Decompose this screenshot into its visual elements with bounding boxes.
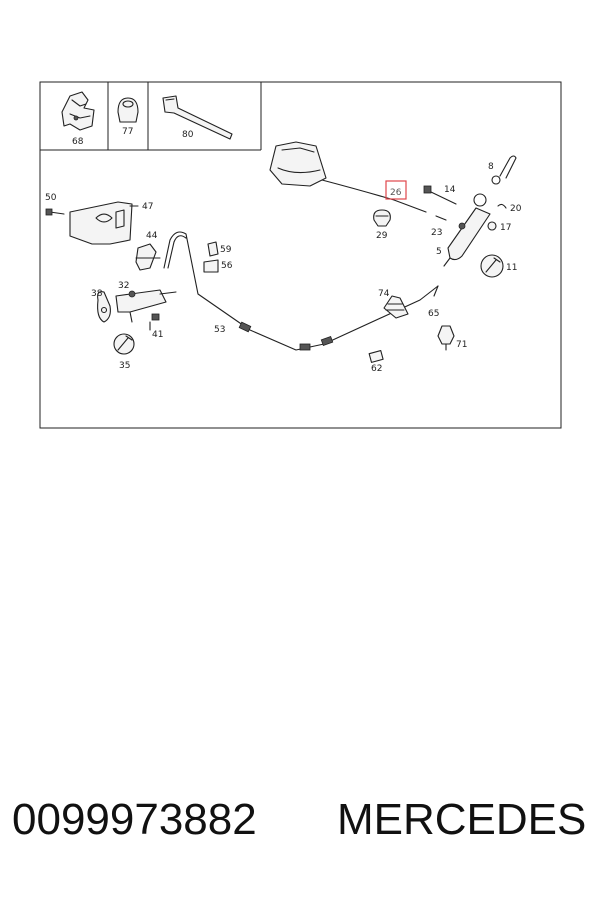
label-14: 14	[444, 185, 456, 195]
label-38: 38	[91, 289, 103, 299]
label-65: 65	[428, 309, 439, 319]
part-20-drawing	[497, 203, 507, 209]
hydraulic-line-drawing	[163, 231, 439, 351]
diagram-frame	[39, 81, 562, 429]
label-41: 41	[152, 330, 163, 340]
label-56: 56	[221, 261, 233, 271]
part-80-cable-tie-drawing	[162, 95, 233, 140]
label-59: 59	[220, 245, 232, 255]
part-41-bolt-drawing	[149, 313, 160, 331]
part-35-wrench-drawing	[113, 333, 135, 355]
label-77: 77	[122, 127, 133, 137]
label-11: 11	[506, 263, 517, 273]
label-29: 29	[376, 231, 388, 241]
part-26-hose-drawing	[321, 179, 427, 213]
part-8-fitting-drawing	[491, 155, 517, 185]
label-5: 5	[436, 247, 442, 257]
part-44-clamp-drawing	[135, 243, 161, 271]
parts-diagram: 68 77 80 50 47 44 59 56 38	[39, 81, 562, 429]
highlight-box-26	[385, 180, 407, 200]
part-number: 0099973882	[12, 795, 257, 844]
part-59-clip-drawing	[207, 241, 219, 257]
inset-boxes	[40, 82, 262, 151]
label-74: 74	[378, 289, 390, 299]
label-44: 44	[146, 231, 158, 241]
part-56-clip-drawing	[203, 259, 219, 273]
part-29-boot-drawing	[373, 209, 391, 227]
label-53: 53	[214, 325, 225, 335]
label-68: 68	[72, 137, 84, 147]
label-50: 50	[45, 193, 57, 203]
brand-name: MERCEDES	[337, 795, 587, 844]
label-47: 47	[142, 202, 153, 212]
part-14-bolt-drawing	[423, 185, 457, 205]
part-17-drawing	[487, 221, 497, 231]
part-65-fitting-drawing	[433, 285, 439, 297]
part-38-gasket-drawing	[97, 291, 111, 323]
part-71-valve-drawing	[437, 325, 455, 351]
part-50-bolt-drawing	[45, 208, 65, 216]
label-8: 8	[488, 162, 494, 172]
caption: 0099973882 MERCEDES	[0, 795, 600, 865]
part-47-bracket-drawing	[69, 201, 139, 245]
label-32: 32	[118, 281, 129, 291]
part-68-bracket-drawing	[61, 91, 95, 131]
part-5-master-cylinder-drawing	[443, 193, 491, 267]
reservoir-drawing	[269, 141, 327, 187]
part-23-screw-drawing	[435, 215, 447, 221]
part-74-bellows-drawing	[383, 295, 409, 319]
label-20: 20	[510, 204, 522, 214]
part-77-grommet-drawing	[117, 97, 139, 123]
label-71: 71	[456, 340, 467, 350]
part-32-cylinder-drawing	[115, 289, 177, 323]
part-11-wrench-drawing	[480, 254, 504, 278]
label-80: 80	[182, 130, 194, 140]
label-23: 23	[431, 228, 442, 238]
label-35: 35	[119, 361, 130, 371]
label-26: 26	[390, 188, 402, 198]
part-62-sleeve-drawing	[368, 350, 384, 363]
label-17: 17	[500, 223, 511, 233]
label-62: 62	[371, 364, 382, 374]
